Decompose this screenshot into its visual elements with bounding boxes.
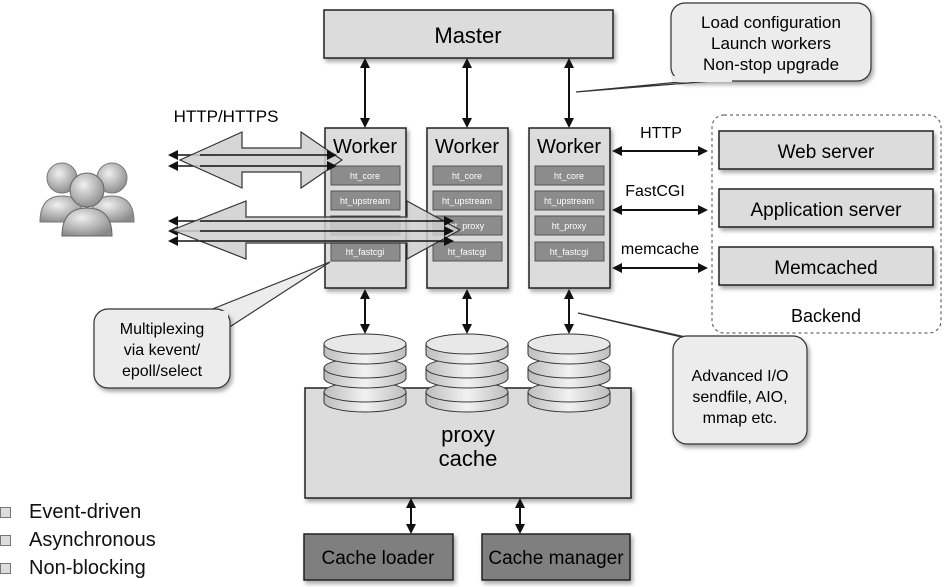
memcache-label: memcache (621, 241, 699, 258)
proxy-cache-line-1: proxy (441, 422, 495, 447)
disk-stack-3 (527, 333, 611, 413)
callout-top-line-2: Launch workers (711, 34, 831, 53)
cache-manager-box: Cache manager (481, 533, 631, 581)
http-https-label: HTTP/HTTPS (174, 107, 279, 126)
disk-stack-1 (323, 333, 407, 413)
callout-advanced-io: Advanced I/O sendfile, AIO, mmap etc. (577, 312, 808, 445)
http-label: HTTP (640, 125, 682, 142)
memcached-label: Memcached (774, 258, 878, 279)
worker-1: Worker ht_core ht_upstream ht_fastcgi (324, 127, 407, 289)
callout-multiplexing-line-3: epoll/select (122, 363, 203, 380)
worker-2-module-1: ht_core (452, 171, 482, 181)
worker-3-module-3: ht_proxy (552, 221, 587, 231)
fastcgi-label: FastCGI (625, 183, 685, 200)
legend-label: Asynchronous (29, 528, 156, 551)
worker-2-module-2: ht_upstream (442, 196, 492, 206)
web-server-label: Web server (778, 142, 875, 163)
callout-multiplexing-line-2: via kevent/ (124, 342, 201, 359)
cache-loader-label: Cache loader (321, 548, 435, 569)
application-server-label: Application server (750, 200, 902, 221)
worker-2: Worker ht_core ht_upstream ht_proxy ht_f… (426, 127, 509, 289)
legend: Event-driven Asynchronous Non-blocking (0, 498, 156, 582)
worker-3-module-2: ht_upstream (544, 196, 594, 206)
legend-label: Event-driven (29, 500, 142, 523)
callout-multiplexing-line-1: Multiplexing (120, 321, 204, 338)
callout-multiplexing: Multiplexing via kevent/ epoll/select (93, 261, 331, 389)
legend-label: Non-blocking (29, 556, 146, 579)
worker-3: Worker ht_core ht_upstream ht_proxy ht_f… (528, 127, 611, 289)
upper-multiplex-arrow (178, 130, 344, 190)
worker-3-title: Worker (537, 136, 601, 158)
bullet-square-icon (0, 534, 11, 546)
worker-2-module-4: ht_fastcgi (448, 247, 487, 257)
callout-top-line-1: Load configuration (701, 13, 841, 32)
disk-stack-2 (425, 333, 509, 413)
legend-item-event-driven: Event-driven (0, 498, 156, 526)
worker-2-title: Worker (435, 136, 499, 158)
callout-io-line-1: Advanced I/O (692, 368, 789, 385)
cache-manager-label: Cache manager (488, 548, 624, 569)
master-box: Master (323, 9, 614, 59)
legend-item-asynchronous: Asynchronous (0, 526, 156, 554)
worker-1-module-4: ht_fastcgi (346, 247, 385, 257)
callout-master-tasks: Load configuration Launch workers Non-st… (575, 2, 872, 93)
users-icon (39, 162, 135, 237)
worker-1-module-2: ht_upstream (340, 196, 390, 206)
worker-3-module-1: ht_core (554, 171, 584, 181)
callout-io-line-3: mmap etc. (703, 410, 778, 427)
cache-loader-box: Cache loader (303, 533, 454, 581)
lower-multiplex-arrow (170, 199, 462, 261)
bullet-square-icon (0, 506, 11, 518)
callout-io-line-2: sendfile, AIO, (692, 389, 787, 406)
worker-1-module-1: ht_core (350, 171, 380, 181)
backend-group: Web server Application server Memcached … (711, 114, 942, 334)
legend-item-non-blocking: Non-blocking (0, 554, 156, 582)
callout-top-line-3: Non-stop upgrade (703, 55, 839, 74)
master-label: Master (434, 23, 501, 48)
proxy-cache-line-2: cache (439, 446, 498, 471)
worker-1-title: Worker (333, 136, 397, 158)
worker-2-module-3: ht_proxy (450, 221, 485, 231)
backend-label: Backend (791, 306, 861, 326)
worker-3-module-4: ht_fastcgi (550, 247, 589, 257)
bullet-square-icon (0, 562, 11, 574)
